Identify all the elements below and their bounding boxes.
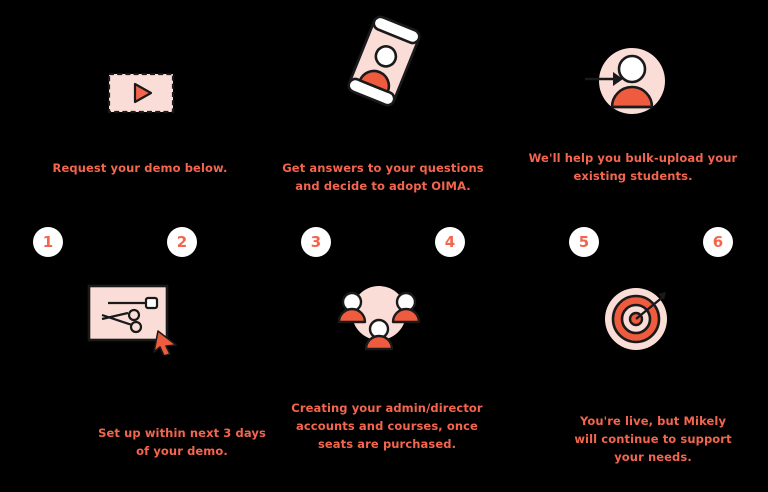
mobile-profile-icon	[343, 11, 425, 111]
step-caption-2: Set up within next 3 days of your demo.	[98, 426, 266, 458]
step-node-2[interactable]: 2	[167, 227, 197, 257]
video-play-icon	[107, 72, 175, 114]
step-node-6[interactable]: 6	[703, 227, 733, 257]
step-node-4[interactable]: 4	[435, 227, 465, 257]
step-caption-1: Request your demo below.	[52, 161, 228, 175]
step-node-1[interactable]: 1	[33, 227, 63, 257]
step-caption-3: Get answers to your questions and decide…	[282, 161, 484, 193]
target-bullseye-icon	[602, 284, 674, 354]
setup-board-icon	[86, 283, 186, 355]
user-import-icon	[583, 46, 667, 116]
people-group-icon	[331, 281, 427, 353]
step-node-3[interactable]: 3	[301, 227, 331, 257]
step-node-5[interactable]: 5	[569, 227, 599, 257]
step-caption-5: We'll help you bulk-upload your existing…	[528, 151, 738, 183]
step-caption-6: You're live, but Mikely will continue to…	[574, 414, 732, 464]
step-caption-4: Creating your admin/director accounts an…	[291, 401, 483, 451]
